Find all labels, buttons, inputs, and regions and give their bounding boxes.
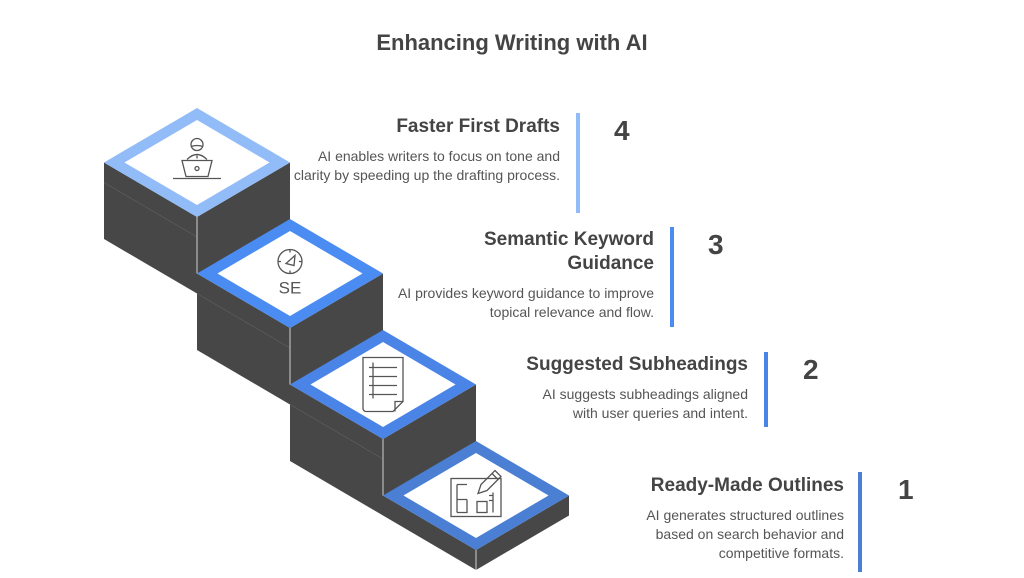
hair: [190, 144, 204, 148]
pencil: [476, 469, 502, 495]
step-3-text: Semantic Keyword Guidance AI provides ke…: [398, 228, 654, 322]
outline-blocks: [456, 483, 468, 514]
page-fold: [394, 400, 403, 412]
shoulders: [186, 153, 208, 160]
step-1-left-face: [383, 495, 476, 570]
staircase-tops: SE: [104, 108, 569, 550]
step-3-heading: Semantic Keyword Guidance: [484, 229, 654, 274]
block: [476, 500, 488, 514]
page: [362, 356, 404, 413]
outline-edit-icon: [450, 469, 502, 518]
step-4-number: 4: [614, 115, 630, 146]
compass-needle: [284, 253, 296, 267]
step-1-right-face: [476, 495, 569, 570]
step-4-top-inner: [124, 119, 270, 206]
step-4-heading: Faster First Drafts: [396, 116, 560, 137]
frame: [450, 477, 502, 518]
step-1-accent-bar: [858, 472, 862, 572]
step-3-accent-bar: [670, 227, 674, 327]
step-1-top-inner: [403, 452, 549, 539]
step-2-top-inner: [310, 341, 456, 428]
compass-label: SE: [279, 279, 302, 298]
person-laptop-icon: [173, 137, 221, 180]
step-4-description: AI enables writers to focus on tone and …: [293, 148, 560, 183]
step-2-text: Suggested Subheadings AI suggests subhea…: [500, 353, 748, 423]
step-2-number: 2: [803, 354, 819, 385]
step-3-description: AI provides keyword guidance to improve …: [397, 285, 654, 320]
step-4-left-face: [104, 162, 197, 237]
diagram-title: Enhancing Writing with AI: [376, 30, 648, 55]
head: [190, 137, 204, 152]
step-2-heading: Suggested Subheadings: [526, 354, 748, 375]
step-2-description: AI suggests subheadings aligned with use…: [542, 386, 748, 421]
document-list-icon: [362, 356, 404, 413]
laptop: [181, 159, 213, 178]
step-3-riser: [197, 293, 290, 405]
step-3-left-face: [197, 273, 290, 348]
step-1-description: AI generates structured outlines based o…: [646, 507, 844, 561]
lines: [489, 492, 494, 513]
compass-icon: [277, 248, 303, 275]
step-2-accent-bar: [764, 352, 768, 427]
step-1-number: 1: [898, 474, 914, 505]
step-2-left-face: [290, 384, 383, 459]
step-1-text: Ready-Made Outlines AI generates structu…: [612, 474, 844, 563]
laptop-logo: [194, 165, 200, 172]
step-4-accent-bar: [576, 113, 580, 213]
step-4-riser: [104, 182, 197, 294]
step-4-text: Faster First Drafts AI enables writers t…: [270, 115, 560, 185]
step-1-heading: Ready-Made Outlines: [650, 475, 844, 496]
step-2-riser: [290, 404, 383, 516]
step-3-number: 3: [708, 229, 724, 260]
